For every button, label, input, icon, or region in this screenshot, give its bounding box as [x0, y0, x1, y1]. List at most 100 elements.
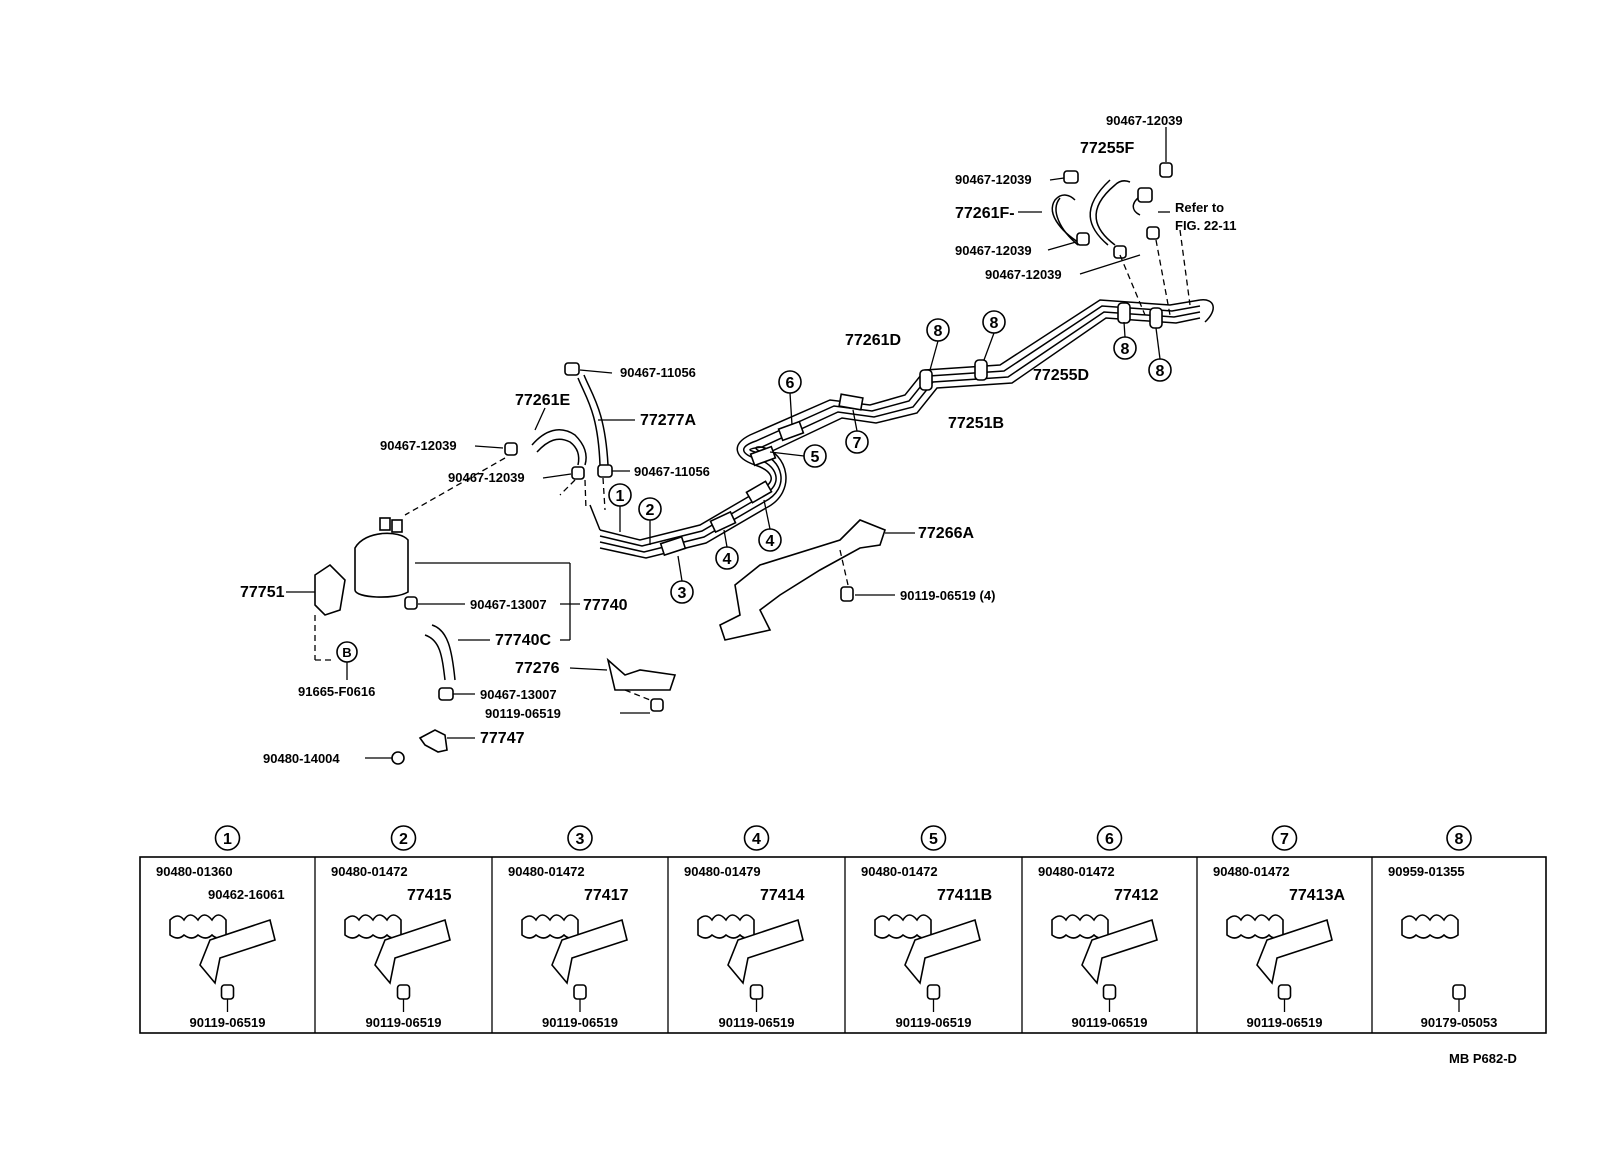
callout-2: 2 — [638, 497, 662, 545]
label-90467-12039-c: 90467-12039 — [985, 267, 1062, 282]
clamp-part-number: 90480-01479 — [684, 864, 761, 879]
bolt-icon — [396, 984, 411, 1000]
bolt-part-number: 90119-06519 — [719, 1015, 795, 1030]
bolt-icon — [749, 984, 764, 1000]
label-91665-F0616: 91665-F0616 — [298, 684, 375, 699]
hose-clamp-icon — [1063, 170, 1079, 184]
label-90467-13007-a: 90467-13007 — [470, 597, 547, 612]
svg-text:8: 8 — [934, 323, 943, 340]
clamp-cell-8: 8 90959-01355 90179-05053 — [1388, 825, 1498, 1030]
bracket-part-number: 77415 — [407, 887, 452, 904]
label-77261E: 77261E — [515, 392, 570, 409]
bracket-icon — [1256, 918, 1333, 985]
bracket-icon — [727, 918, 804, 985]
table-frame — [139, 856, 1547, 1034]
pipe-clamp-icon — [697, 914, 755, 939]
svg-text:2: 2 — [646, 502, 655, 519]
label-90467-12039-e: 90467-12039 — [448, 470, 525, 485]
label-77266A: 77266A — [918, 525, 974, 542]
clamp-cell-number: 2 — [399, 831, 408, 848]
pipe-clamp-icon — [1051, 914, 1109, 939]
nut-icon — [391, 751, 405, 765]
label-77255F: 77255F — [1080, 140, 1134, 157]
hose-77261F-inner — [1055, 197, 1079, 246]
bolt-part-number: 90179-05053 — [1421, 1015, 1498, 1030]
label-90467-12039-top: 90467-12039 — [1106, 113, 1183, 128]
clamp-cell-number: 8 — [1455, 831, 1464, 848]
label-90467-13007-b: 90467-13007 — [480, 687, 557, 702]
callout-7: 7 — [845, 409, 869, 454]
svg-text:4: 4 — [766, 533, 775, 550]
pipe-clamp-icon — [1226, 914, 1284, 939]
label-77261D: 77261D — [845, 332, 901, 349]
bracket-77266A — [719, 519, 915, 641]
canister-77740 — [354, 532, 409, 598]
bracket-part-number: 90462-16061 — [208, 887, 285, 902]
bracket-icon — [551, 918, 628, 985]
label-90119-06519-b: 90119-06519 — [485, 706, 561, 721]
label-90467-12039-b: 90467-12039 — [955, 243, 1032, 258]
bracket-part-number: 77411B — [937, 887, 992, 904]
footer-code: MB P682-D — [1449, 1051, 1517, 1066]
bracket-part-number: 77417 — [584, 887, 629, 904]
hose-clamp-icon — [564, 362, 580, 376]
bracket-icon — [199, 918, 276, 985]
svg-text:7: 7 — [853, 435, 862, 452]
clamp-cell-number-circle — [214, 825, 241, 851]
callout-3: 3 — [670, 555, 694, 604]
label-90467-11056-a: 90467-11056 — [620, 365, 696, 380]
svg-text:4: 4 — [723, 551, 732, 568]
label-90467-11056-b: 90467-11056 — [634, 464, 710, 479]
callout-5: 5 — [769, 444, 827, 468]
clamp-part-number: 90480-01472 — [508, 864, 585, 879]
callout-4b: 4 — [758, 499, 782, 552]
hose-clamp-icon — [1113, 245, 1127, 259]
clamp-cell-number-circle — [390, 825, 417, 851]
pipe-clamp-icon — [1401, 914, 1459, 939]
main-fuel-line-bundle — [589, 299, 1214, 559]
hose-clamp-icon — [504, 442, 518, 456]
svg-text:5: 5 — [811, 449, 820, 466]
label-77740C: 77740C — [495, 632, 551, 649]
clamp-cell-number-circle — [920, 825, 947, 851]
svg-text:8: 8 — [1121, 341, 1130, 358]
left-hose-group — [404, 362, 635, 516]
bolt-icon — [1452, 984, 1466, 1000]
hose-clamp-icon — [597, 464, 613, 478]
lower-parts-group — [365, 657, 677, 765]
bolt-icon — [573, 984, 587, 1000]
label-refer-to: Refer to — [1175, 200, 1224, 215]
clamp-part-number: 90959-01355 — [1388, 864, 1465, 879]
label-77276: 77276 — [515, 660, 560, 677]
bolt-icon — [926, 984, 941, 1000]
svg-text:8: 8 — [990, 315, 999, 332]
callout-8d: 8 — [1148, 327, 1172, 382]
clamp-cell-number-circle — [567, 825, 593, 851]
label-90480-14004: 90480-14004 — [263, 751, 340, 766]
hose-clamp-icon — [571, 466, 585, 480]
part-labels: 90467-12039 77255F 90467-12039 77261F- R… — [240, 113, 1236, 766]
svg-text:3: 3 — [678, 585, 687, 602]
bracket-77751 — [314, 563, 346, 616]
hose-clamp-icon — [404, 596, 418, 610]
bolt-part-number: 90119-06519 — [896, 1015, 972, 1030]
charcoal-canister-group: B — [286, 517, 580, 681]
clamp-cell-number: 1 — [223, 831, 232, 848]
bolt-part-number: 90119-06519 — [366, 1015, 442, 1030]
hose-clamp-icon — [1137, 187, 1153, 203]
clamp-cell-number: 4 — [752, 831, 761, 848]
hose-77255F — [1095, 180, 1131, 246]
callout-8a: 8 — [926, 318, 950, 371]
label-77277A: 77277A — [640, 412, 696, 429]
bolt-icon — [1102, 984, 1117, 1000]
diagram-callouts: 1 2 3 4 4 5 6 — [608, 310, 1172, 604]
pipe-clamp-icon — [169, 914, 227, 939]
clamp-part-number: 90480-01472 — [1213, 864, 1290, 879]
